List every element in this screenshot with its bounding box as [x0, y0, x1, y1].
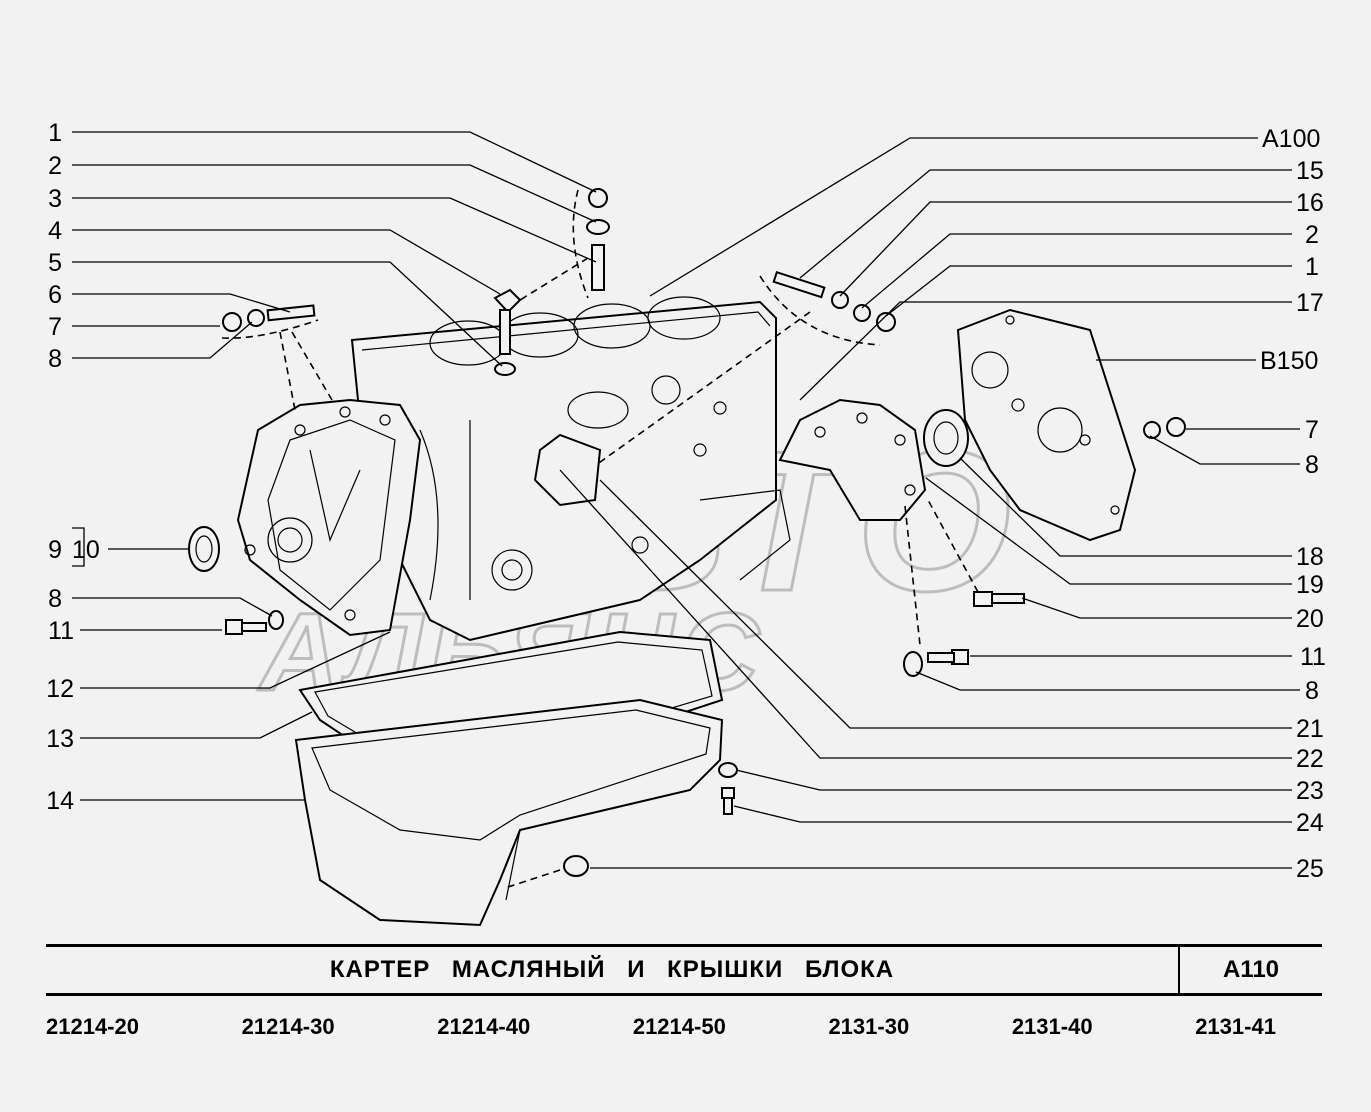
callout-label: 5 [48, 249, 62, 277]
callout-label: 23 [1296, 777, 1324, 805]
callout-label: 8 [1305, 451, 1319, 479]
callouts-right: A100 15 16 2 1 17 B150 7 8 18 19 20 11 8… [1260, 125, 1326, 883]
callout-label: 18 [1296, 543, 1324, 571]
callout-label: 14 [46, 787, 74, 815]
model-code: 2131-30 [828, 1014, 910, 1039]
leaders-right [559, 137, 1300, 869]
callouts-left: 1 2 3 4 5 6 7 8 9 10 8 11 12 13 14 [46, 119, 100, 815]
callout-label: A100 [1262, 125, 1320, 153]
assembly-arrows [221, 189, 979, 889]
callout-label: 9 [48, 536, 62, 564]
callout-label: 2 [48, 152, 62, 180]
callout-label: 1 [1305, 253, 1319, 281]
callout-label: 7 [1305, 416, 1319, 444]
model-code: 21214-30 [241, 1014, 335, 1039]
callout-label: 22 [1296, 745, 1324, 773]
callout-label: 6 [48, 281, 62, 309]
callout-label: 15 [1296, 157, 1324, 185]
oil-seal-right [923, 409, 969, 467]
model-code: 21214-50 [632, 1014, 726, 1039]
callout-label: 3 [48, 185, 62, 213]
rear-cover [236, 398, 422, 637]
model-code: 21214-40 [437, 1014, 531, 1039]
callout-label: 1 [48, 119, 62, 147]
callout-label: 11 [1300, 643, 1326, 671]
callout-label: 2 [1305, 221, 1319, 249]
callout-label: B150 [1260, 347, 1318, 375]
exploded-parts-diagram: АВТО АЛЬЯНС [46, 119, 1326, 927]
callout-label: 17 [1296, 289, 1324, 317]
callout-label: 11 [48, 617, 74, 645]
front-seal-holder [778, 398, 927, 521]
callout-label: 8 [1305, 677, 1319, 705]
callout-label: 7 [48, 313, 62, 341]
callout-label: 19 [1296, 571, 1324, 599]
callout-label: 4 [48, 217, 62, 245]
callout-label: 21 [1296, 715, 1324, 743]
callout-label: 25 [1296, 855, 1324, 883]
callout-label: 12 [46, 675, 74, 703]
callout-label: 24 [1296, 809, 1324, 837]
front-plate [956, 308, 1137, 542]
hardware [222, 188, 1186, 877]
diagram-title: КАРТЕР МАСЛЯНЫЙ И КРЫШКИ БЛОКА [329, 956, 895, 983]
callout-label: 10 [72, 536, 100, 564]
title-divider [1178, 947, 1180, 993]
sheet-code: A110 [1222, 956, 1280, 983]
callout-label: 13 [46, 725, 74, 753]
model-code: 2131-41 [1195, 1014, 1276, 1039]
model-code: 21214-20 [46, 1014, 139, 1039]
title-block: КАРТЕР МАСЛЯНЫЙ И КРЫШКИ БЛОКА A110 [46, 944, 1322, 996]
model-code: 2131-40 [1011, 1014, 1093, 1039]
callout-label: 8 [48, 585, 62, 613]
callout-label: 20 [1296, 605, 1324, 633]
oil-pan [294, 698, 724, 927]
model-list: 21214-20 21214-30 21214-40 21214-50 2131… [46, 1014, 1276, 1044]
callout-label: 8 [48, 345, 62, 373]
oil-seal-left [188, 526, 220, 572]
leaders-left [72, 131, 597, 801]
callout-label: 16 [1296, 189, 1324, 217]
